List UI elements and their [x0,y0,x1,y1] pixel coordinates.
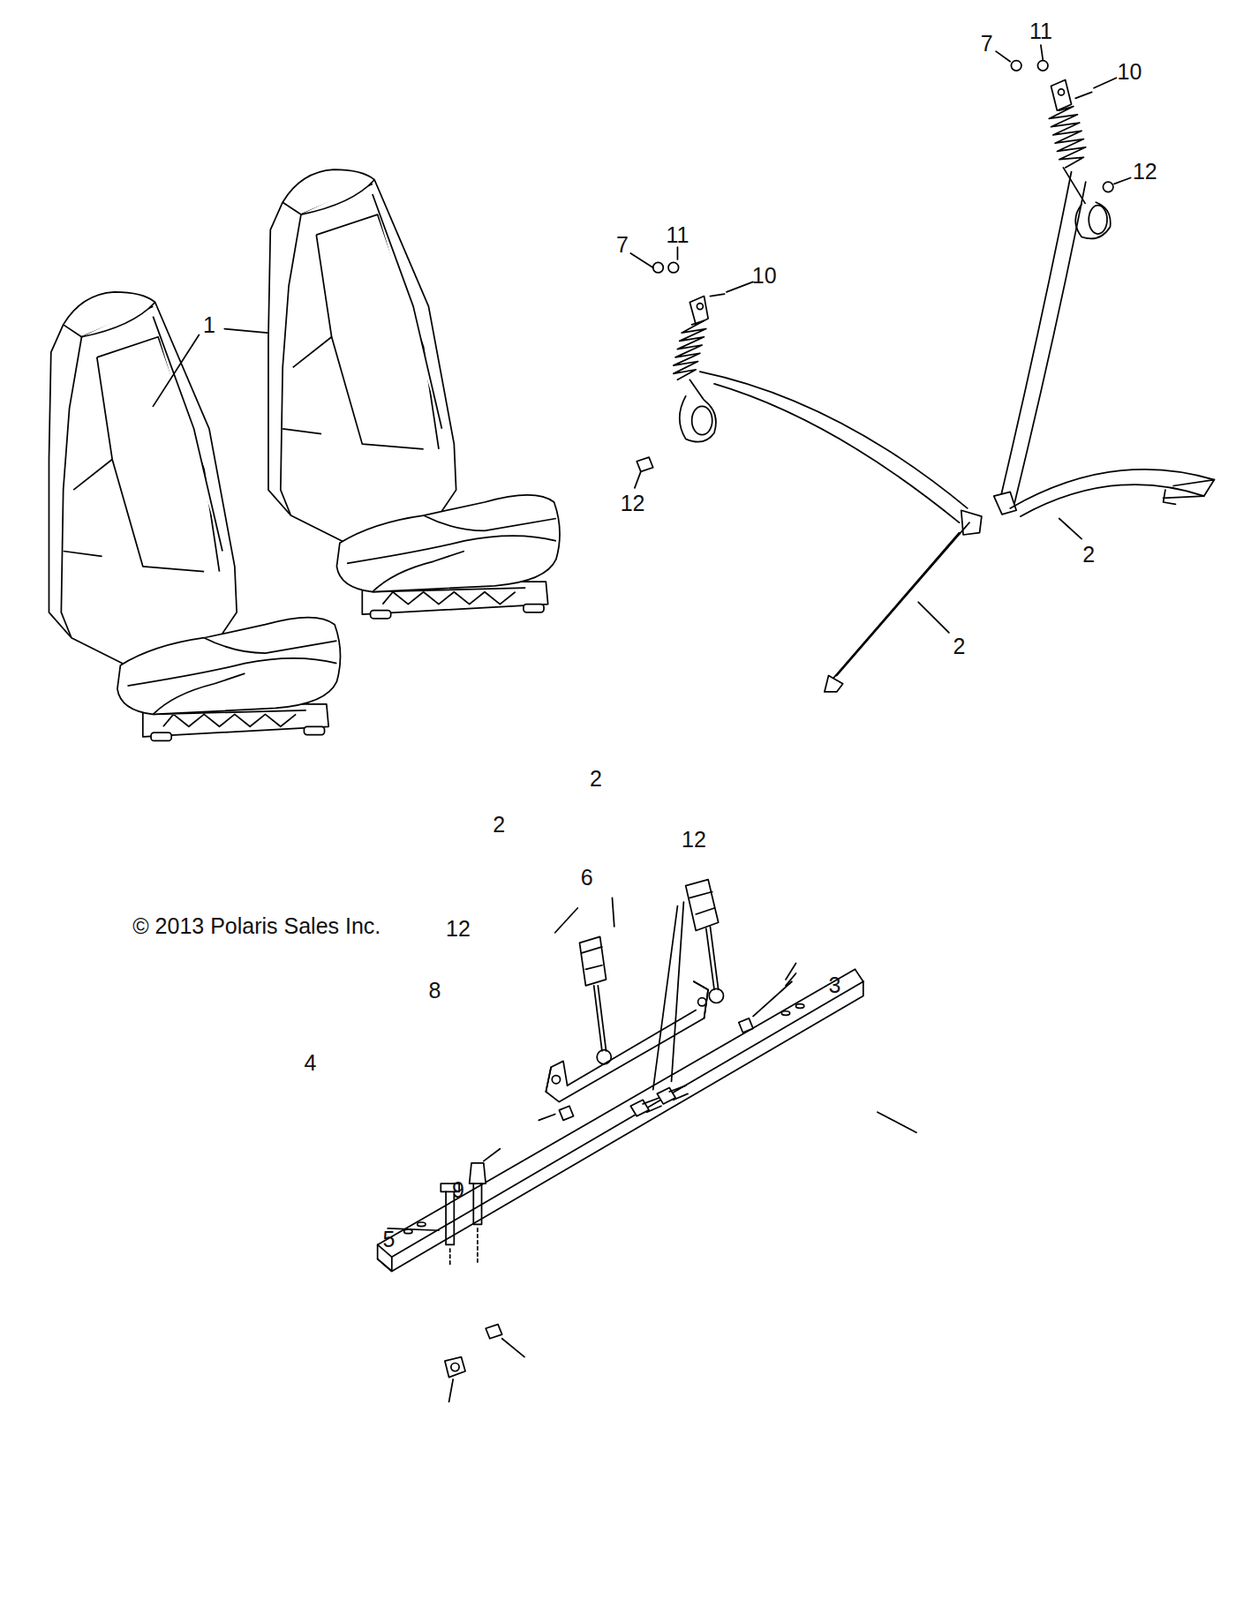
callout-number: 2 [589,767,603,790]
callout-number: 12 [445,917,471,940]
callout-number: 1 [203,313,216,336]
callout-number: 12 [1132,160,1158,183]
callout-number: 8 [428,979,441,1003]
callout-number: 10 [752,264,777,287]
callout-number: 5 [382,1228,395,1251]
callout-number: 2 [492,813,505,836]
callout-number: 10 [1117,60,1143,83]
callout-number: 12 [620,491,646,514]
callout-number: 2 [1082,542,1095,566]
callout-number: 11 [1029,19,1053,42]
callout-number: 7 [980,31,994,54]
copyright-note: © 2013 Polaris Sales Inc. [132,915,381,938]
callout-number: 12 [681,828,707,852]
callout-number: 4 [303,1052,317,1075]
callout-number: 2 [952,634,965,657]
callout-number: 3 [828,974,841,997]
callout-number: 7 [616,233,629,257]
callout-number: 11 [665,223,689,246]
callout-number: 9 [452,1178,465,1201]
callout-number: 6 [580,866,594,889]
